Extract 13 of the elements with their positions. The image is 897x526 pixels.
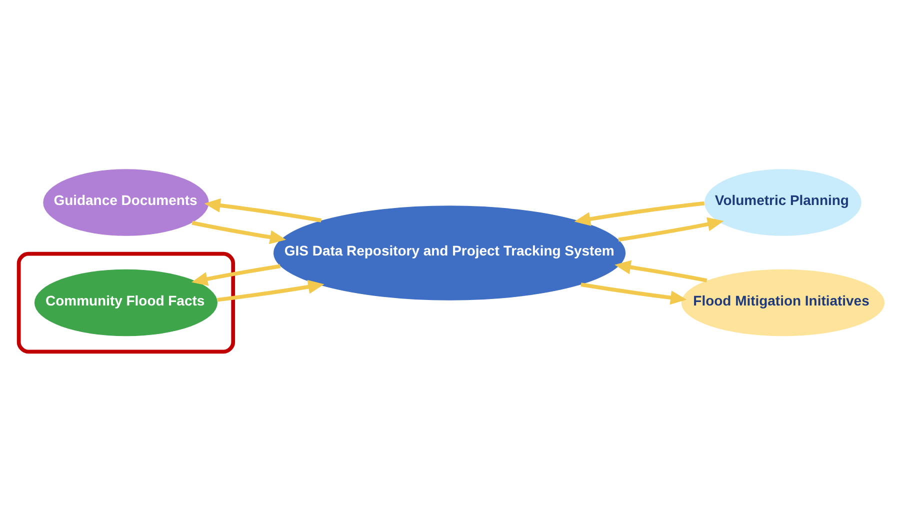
arrow xyxy=(192,220,286,244)
arrow xyxy=(204,198,322,222)
node-ellipse: Guidance Documents xyxy=(43,168,209,236)
arrow xyxy=(580,282,687,304)
node-ellipse: GIS Data Repository and Project Tracking System xyxy=(273,205,626,300)
cluster xyxy=(16,251,236,354)
arrow xyxy=(191,264,281,286)
node-ellipse: Volumetric Planning xyxy=(704,168,862,236)
arrow xyxy=(574,200,705,226)
node-ellipse: Community Flood Facts xyxy=(34,268,218,336)
node-ellipse: Flood Mitigation Initiatives xyxy=(681,268,884,336)
arrow xyxy=(618,216,724,242)
arrow xyxy=(614,260,708,282)
